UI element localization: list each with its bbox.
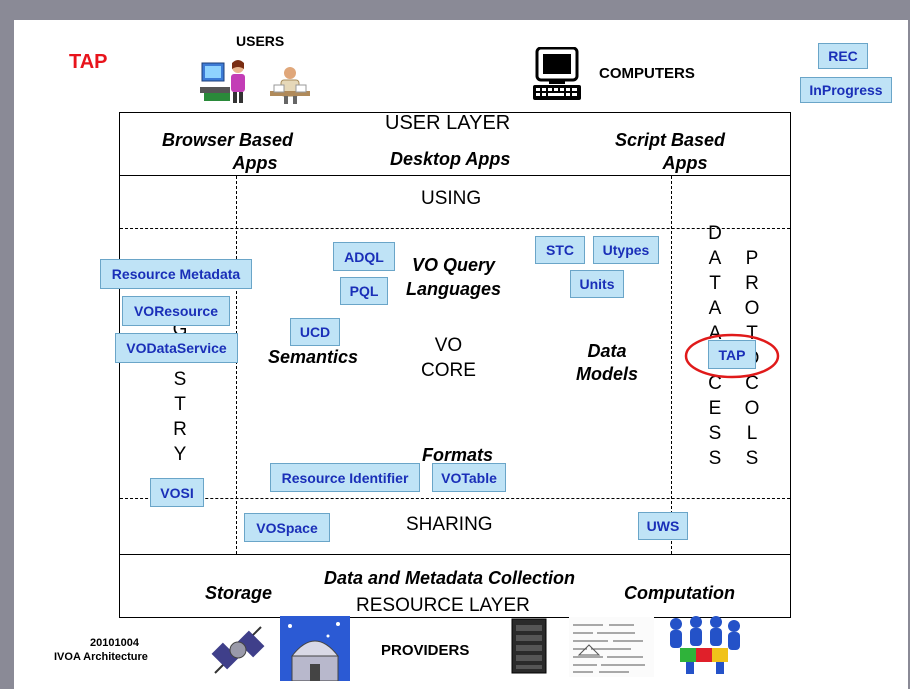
computation-label: Computation xyxy=(624,583,735,603)
vospace-tag[interactable]: VOSpace xyxy=(244,513,330,542)
script-apps-label: Script Based Apps xyxy=(615,130,726,173)
satellite-icon xyxy=(211,626,265,674)
browser-apps-label: Browser Based Apps xyxy=(162,130,294,173)
math-formulas-icon xyxy=(569,617,654,677)
footer-title: IVOA Architecture xyxy=(54,651,148,663)
user-reading-icon xyxy=(270,67,310,104)
adql-tag[interactable]: ADQL xyxy=(333,242,395,271)
slide: TAP USERS COMPUTERS xyxy=(14,20,908,689)
vo-core-label: VO CORE xyxy=(421,335,476,381)
resource-layer-divider xyxy=(119,554,791,555)
computers-label: COMPUTERS xyxy=(599,65,695,82)
using-divider xyxy=(120,228,790,229)
team-puzzle-icon xyxy=(670,616,740,674)
slide-title: TAP xyxy=(69,51,108,73)
utypes-tag[interactable]: Utypes xyxy=(593,236,659,264)
storage-label: Storage xyxy=(205,583,273,603)
registry-column-divider xyxy=(236,176,237,554)
user-at-computer-icon xyxy=(200,60,245,103)
user-layer-divider xyxy=(119,175,791,176)
computer-icon xyxy=(533,47,581,100)
legend-rec: REC xyxy=(818,43,868,69)
desktop-apps-label: Desktop Apps xyxy=(390,149,511,169)
resource-layer-label: RESOURCE LAYER xyxy=(356,595,530,616)
data-models-label: Data Models xyxy=(576,341,639,384)
users-label: USERS xyxy=(236,33,285,49)
tap-tag[interactable]: TAP xyxy=(708,340,756,369)
legend-in-progress: InProgress xyxy=(800,77,892,103)
formats-label: Formats xyxy=(422,445,494,465)
observatory-icon xyxy=(280,616,350,681)
voresource-tag[interactable]: VOResource xyxy=(122,296,230,326)
stc-tag[interactable]: STC xyxy=(535,236,585,264)
data-access-column-divider xyxy=(671,176,672,554)
vodataservice-tag[interactable]: VODataService xyxy=(115,333,238,363)
vosi-tag[interactable]: VOSI xyxy=(150,478,204,507)
sharing-divider xyxy=(120,498,790,499)
sharing-label: SHARING xyxy=(406,514,493,535)
diagram-frame xyxy=(119,112,791,618)
votable-tag[interactable]: VOTable xyxy=(432,463,506,492)
tap-highlight-ellipse xyxy=(684,333,780,379)
pql-tag[interactable]: PQL xyxy=(340,277,388,305)
data-collection-label: Data and Metadata Collection xyxy=(324,568,576,588)
user-layer-label: USER LAYER xyxy=(385,112,511,134)
semantics-label: Semantics xyxy=(268,347,359,367)
units-tag[interactable]: Units xyxy=(570,270,624,298)
uws-tag[interactable]: UWS xyxy=(638,512,688,540)
using-label: USING xyxy=(421,188,482,209)
resource-identifier-tag[interactable]: Resource Identifier xyxy=(270,463,420,492)
providers-label: PROVIDERS xyxy=(381,642,470,659)
ucd-tag[interactable]: UCD xyxy=(290,318,340,346)
resource-metadata-tag[interactable]: Resource Metadata xyxy=(100,259,252,289)
vo-query-languages-label: VO Query Languages xyxy=(406,255,502,299)
server-rack-icon xyxy=(511,618,547,674)
footer-date: 20101004 xyxy=(90,637,139,649)
